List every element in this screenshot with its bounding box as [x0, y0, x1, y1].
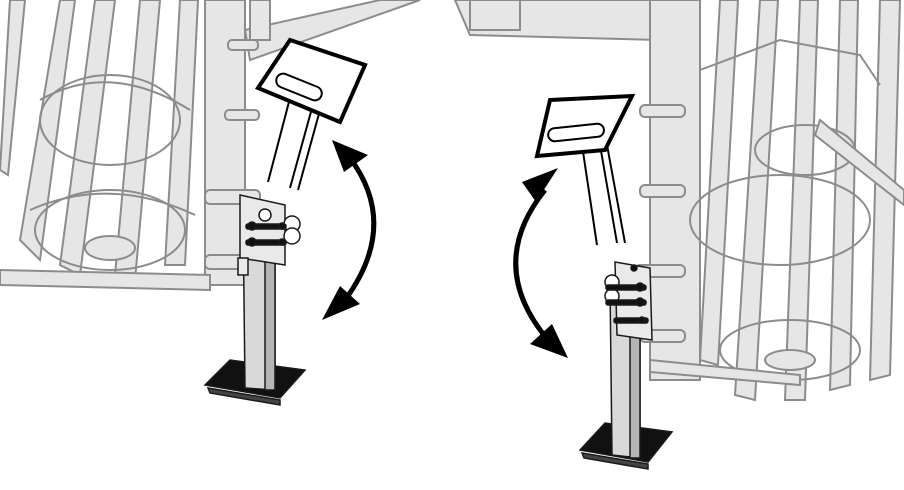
hand-gripping-pin-icon [534, 93, 636, 246]
right-stand-pins [605, 264, 649, 324]
left-stand-bracket [239, 194, 286, 266]
left-stand-pins [245, 221, 287, 247]
right-rotor-cage [453, 0, 904, 402]
right-parking-stand [578, 261, 674, 470]
curved-double-arrow-icon [513, 168, 568, 358]
curved-double-arrow-icon [322, 140, 377, 320]
left-parking-stand [203, 194, 307, 406]
hand-gripping-pin-icon [254, 37, 368, 191]
left-rotor-cage [0, 0, 421, 292]
